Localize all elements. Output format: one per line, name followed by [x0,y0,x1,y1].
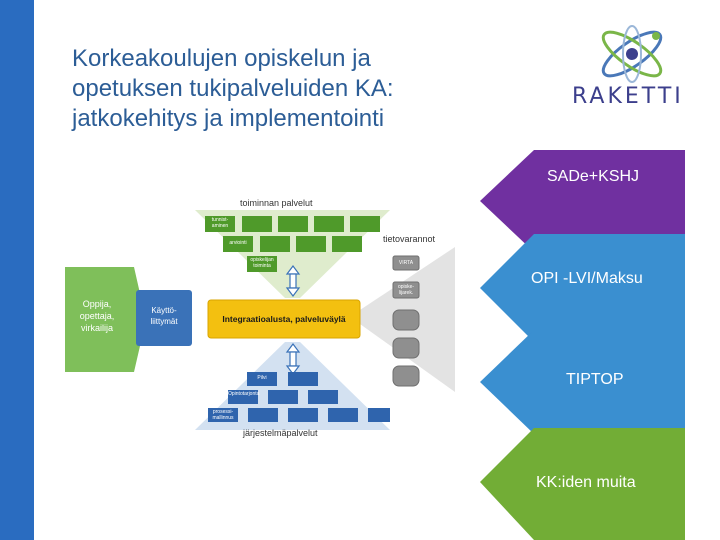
bottom-small-label-3: prosessi- mallinnus [212,409,234,421]
data-store-cylinders [392,255,420,387]
top-funnel-label: toiminnan palvelut [240,198,313,208]
arrow-opi-lvi-maksu [480,234,685,342]
arrow-kk-muita [480,428,685,540]
integration-box [207,299,361,339]
top-small-label-3: opiskelijan toiminta [250,257,274,269]
right-funnel-label: tietovarannot [383,234,436,244]
bottom-small-label-2: Opintotarjonta [228,391,260,397]
arrow-label-sade-kshj: SADe+KSHJ [547,168,640,185]
top-small-label-1: tunnist- aminen [211,217,229,229]
arrow-label-tiptop: TIPTOP [566,371,624,388]
title-line-3: jatkokehitys ja implementointi [72,105,385,132]
arrow-label-opi-lvi-maksu: OPI -LVI/Maksu [531,270,643,287]
right-small-label-1: VIRTA [398,260,414,266]
arrow-label-kk-muita: KK:iden muita [536,474,636,491]
atom-icon [601,25,663,83]
architecture-diagram: Oppija, opettaja, virkailija [65,210,455,430]
logo-text: RAKETTI [572,84,684,109]
bottom-small-label-1: Pilvi [257,375,267,381]
bottom-funnel-label: järjestelmäpalvelut [243,428,318,438]
right-small-label-2: opiske- lijarek. [397,284,415,296]
arrow-tiptop [480,330,685,434]
user-panel-arrow [65,267,146,372]
bottom-double-arrow [285,343,301,375]
arrow-sade-kshj [480,150,685,252]
left-accent-stripe [0,0,34,540]
interface-box-text: Käyttö- liittymät [150,306,178,326]
bottom-service-boxes [208,372,390,422]
top-service-boxes [205,216,380,272]
project-arrows [480,150,685,540]
raketti-logo [601,25,663,83]
integration-box-text: Integraatioalusta, palveluväylä [222,314,346,324]
top-double-arrow [285,265,301,297]
user-panel-text: Oppija, opettaja, virkailija [79,299,115,333]
page-title: Korkeakoulujen opiskelun ja opetuksen tu… [72,44,502,134]
title-line-2: opetuksen tukipalveluiden KA: [72,75,394,102]
interface-box [136,290,192,346]
title-line-1: Korkeakoulujen opiskelun ja [72,45,371,72]
top-small-label-2: arviointi [229,240,247,246]
